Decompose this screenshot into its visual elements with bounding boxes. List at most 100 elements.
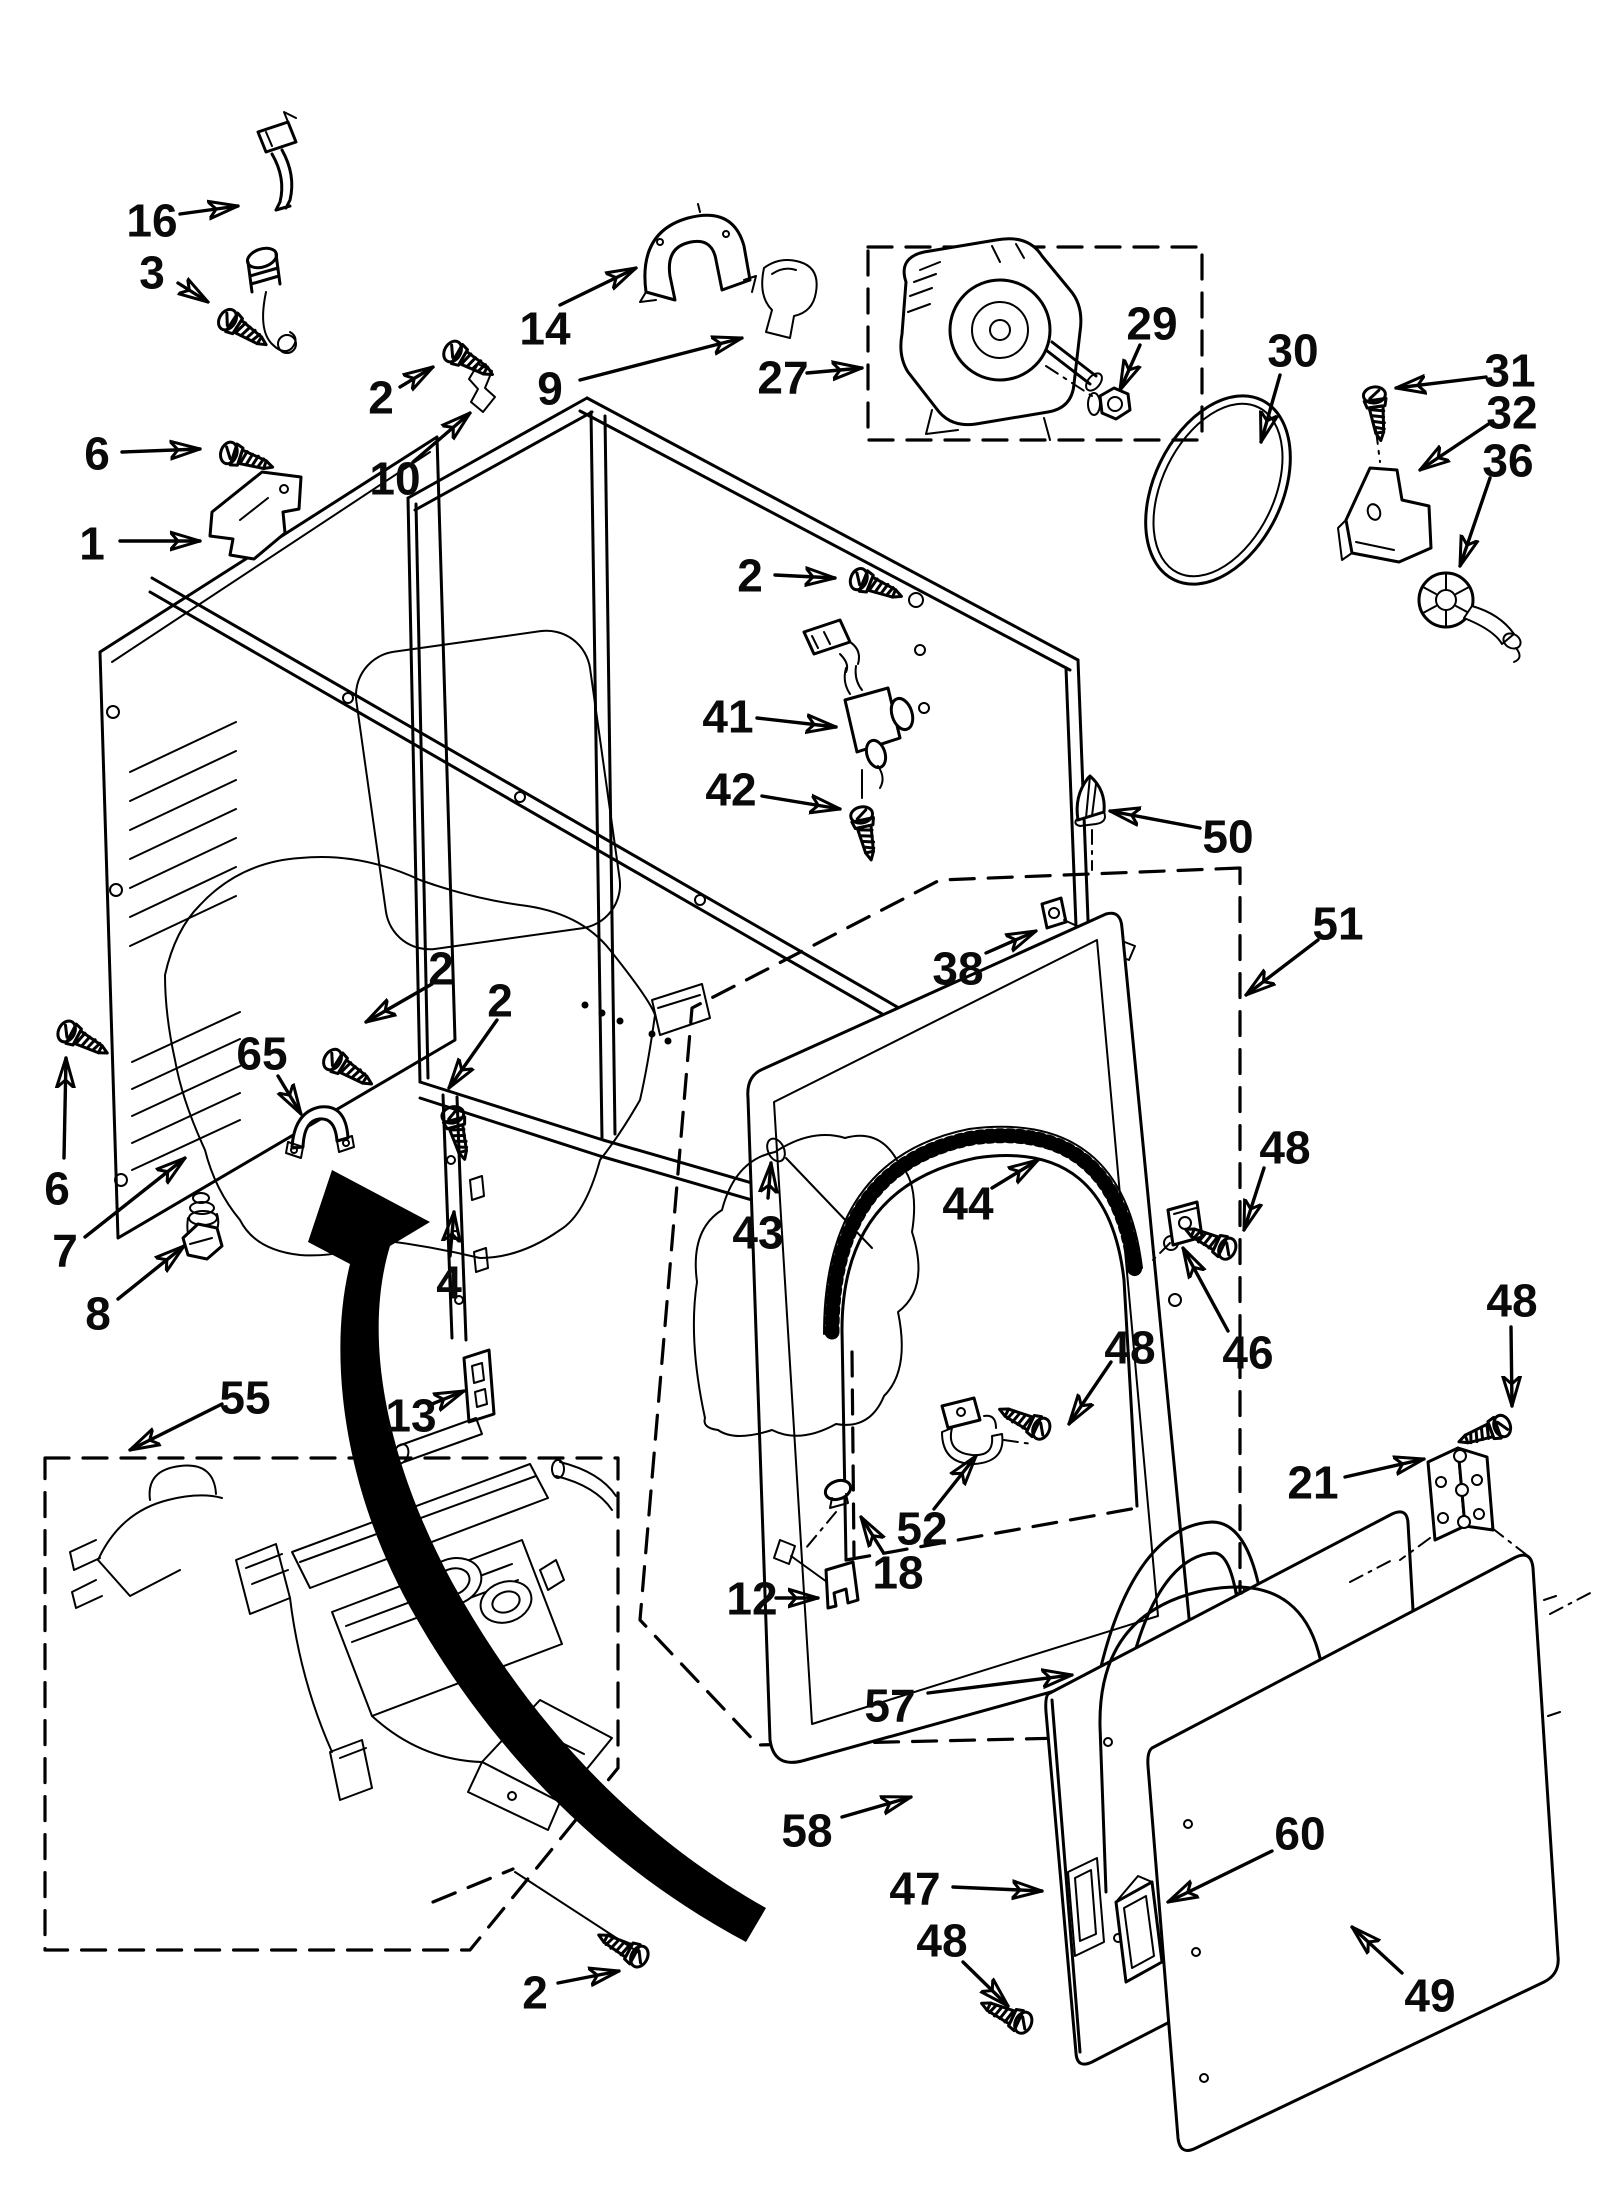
callout-51: 51 [1244,898,1364,997]
part-number-label: 2 [522,1967,548,2019]
part-number-label: 48 [916,1915,967,1967]
bracket-14 [639,203,757,303]
leader-arrow [1394,377,1488,388]
screw-icon [592,1923,654,1972]
part-number-label: 4 [436,1257,462,1309]
screw-icon [1360,384,1394,444]
callout-29: 29 [1118,298,1178,392]
callout-44: 44 [942,1158,1040,1230]
part-number-label: 47 [889,1863,940,1915]
plug-button-18 [805,1478,853,1549]
callout-2: 2 [737,550,837,602]
leader-arrow [558,266,638,307]
leader-arrow [1242,1166,1266,1232]
leader-arrow [773,575,837,578]
part-number-label: 27 [757,352,808,404]
screw-icon [845,564,908,609]
leader-arrow [364,982,434,1024]
part-number-label: 12 [726,1573,777,1625]
part-number-label: 10 [369,453,420,505]
part-number-label: 8 [85,1288,111,1340]
callout-18: 18 [859,1515,924,1599]
leader-arrow [859,1515,883,1554]
part-number-label: 2 [737,550,763,602]
leader-arrow [120,449,202,452]
switch-plate-13 [462,1348,496,1424]
door-catch-52 [940,1396,1033,1465]
part-number-label: 42 [705,764,756,816]
leader-arrow [1118,343,1140,392]
part-number-label: 49 [1404,1970,1455,2022]
screw-icon [1453,1411,1515,1454]
leader-arrow [83,1156,187,1239]
part-number-label: 9 [537,363,563,415]
thermal-fuse [256,111,298,212]
big-black-arrow [308,1170,766,1942]
door-handle-60 [1114,1875,1164,1984]
part-number-label: 44 [942,1178,994,1230]
leader-arrow [178,206,240,214]
leader-arrow [840,1797,913,1819]
leader-arrow [1261,373,1282,444]
callout-14: 14 [519,266,638,355]
part-number-label: 32 [1486,387,1537,439]
callout-50: 50 [1108,811,1254,863]
callout-36: 36 [1458,435,1534,568]
callout-57: 57 [864,1675,1074,1732]
motor-assembly-box [866,237,1204,442]
leader-arrow [1181,1246,1230,1333]
leader-arrow [450,1210,454,1258]
cover-bracket [208,470,303,561]
bulkhead-cutout-cloud [164,855,656,1259]
leader-arrow [760,796,842,809]
callout-2: 2 [364,943,454,1024]
callout-42: 42 [705,764,842,816]
leader-arrow [128,1402,224,1452]
part-number-label: 16 [126,195,177,247]
part-number-label: 1 [79,518,105,570]
leader-arrow [1244,938,1320,997]
part-number-label: 60 [1274,1808,1325,1860]
callout-27: 27 [757,352,864,404]
leader-arrow [755,718,838,727]
leveling-foot-8 [181,1192,224,1261]
clip-9 [761,259,818,339]
part-number-label: 2 [428,943,454,995]
part-number-label: 58 [781,1805,832,1857]
clip-12 [773,1539,860,1610]
part-number-label: 31 [1484,345,1535,397]
leader-arrow [768,1161,771,1200]
part-number-label: 48 [1259,1122,1310,1174]
part-number-label: 46 [1222,1327,1273,1379]
part-number-label: 3 [139,247,165,299]
part-number-label: 57 [864,1680,915,1732]
callout-31: 31 [1394,345,1536,397]
rear-panel [98,435,457,1240]
callout-60: 60 [1166,1808,1326,1904]
part-number-label: 18 [872,1547,923,1599]
leader-arrow [411,411,472,464]
leader-arrow [556,1971,621,1983]
part-number-label: 36 [1482,435,1533,487]
part-number-label: 43 [732,1207,783,1259]
callout-12: 12 [726,1573,820,1625]
part-number-label: 52 [896,1503,947,1555]
leader-arrow [447,1018,499,1090]
leader-arrow [116,1244,186,1301]
callout-10: 10 [369,411,472,505]
part-number-label: 65 [236,1028,287,1080]
leader-arrow [398,365,435,387]
push-clip-50 [1074,774,1106,871]
callout-52: 52 [896,1454,978,1555]
leader-arrow [64,1056,66,1160]
callout-55: 55 [128,1372,271,1452]
callout-48: 48 [916,1915,1010,2008]
leader-arrow [1458,476,1492,568]
callout-48: 48 [1486,1275,1538,1408]
part-number-label: 6 [44,1163,70,1215]
leader-arrow [1166,1849,1274,1904]
callout-3: 3 [139,247,210,304]
callout-9: 9 [537,338,744,415]
callout-13: 13 [385,1389,466,1442]
